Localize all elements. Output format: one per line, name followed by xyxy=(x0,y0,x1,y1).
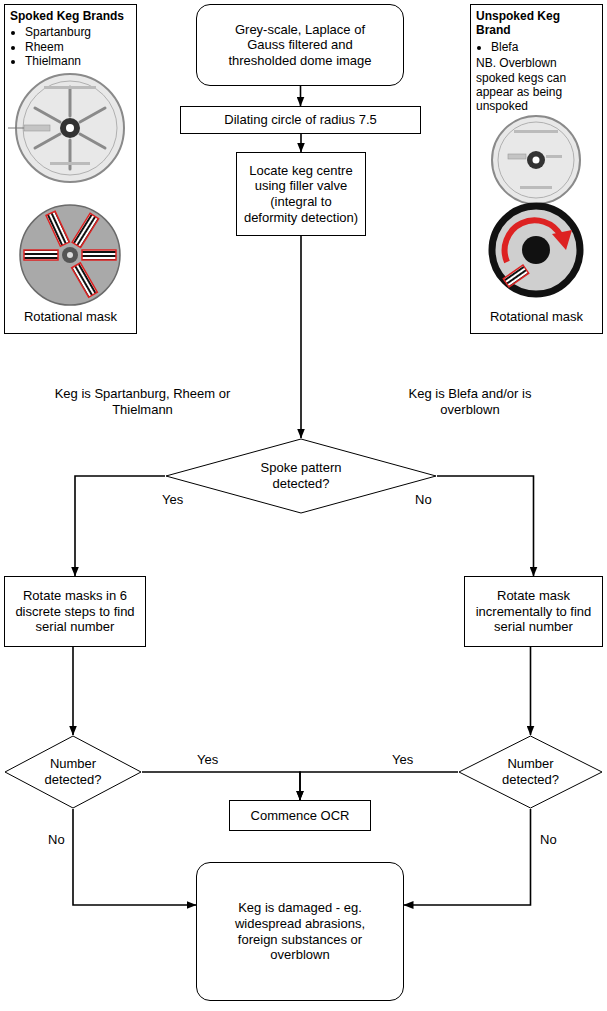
note-text: NB. Overblown spoked kegs can appear as … xyxy=(476,56,597,114)
diamond-shape xyxy=(5,736,141,808)
brand-item: Spartanburg xyxy=(25,25,131,39)
decision-diamond: Spoke pattern detected? xyxy=(165,438,437,514)
flow-connector xyxy=(300,86,302,106)
edge-label: Yes xyxy=(160,492,185,508)
edge-label: Yes xyxy=(390,752,415,768)
unspoked-rotational-mask xyxy=(492,206,580,294)
process-box: Locate keg centre using filler valve (in… xyxy=(236,152,366,236)
edge-label: No xyxy=(538,832,559,848)
diamond-shape xyxy=(166,439,436,513)
process-text: Rotate mask incrementally to find serial… xyxy=(471,588,596,635)
spoked-rotational-mask xyxy=(20,205,120,305)
brand-list: Blefa xyxy=(476,40,597,54)
brand-list: SpartanburgRheemThielmann xyxy=(10,25,131,68)
process-box: Rotate masks in 6 discrete steps to find… xyxy=(4,576,146,647)
brand-item: Blefa xyxy=(491,40,597,54)
start-box: Grey-scale, Laplace of Gauss filtered an… xyxy=(196,4,404,86)
annotation-text: Keg is Spartanburg, Rheem or Thielmann xyxy=(40,386,245,419)
edge-label: Yes xyxy=(195,752,220,768)
process-text: Rotate masks in 6 discrete steps to find… xyxy=(11,588,139,635)
spoked-keg-figure xyxy=(8,74,124,182)
brand-item: Thielmann xyxy=(25,54,131,68)
process-text: Grey-scale, Laplace of Gauss filtered an… xyxy=(225,22,375,69)
panel-heading: Spoked Keg Brands xyxy=(10,9,131,23)
decision-text: Number detected? xyxy=(495,756,567,787)
unspoked-keg-figure xyxy=(492,116,580,204)
figure-caption: Rotational mask xyxy=(476,309,597,325)
process-text: Commence OCR xyxy=(251,808,350,824)
flow-connector xyxy=(437,476,534,576)
flow-connector xyxy=(73,809,196,905)
flow-connector xyxy=(75,476,165,576)
flow-connector xyxy=(300,772,458,800)
brand-panel: Unspoked Keg BrandBlefaNB. Overblown spo… xyxy=(470,4,603,334)
end-box: Keg is damaged - eg. widespread abrasion… xyxy=(196,862,404,1001)
process-box: Rotate mask incrementally to find serial… xyxy=(464,576,603,647)
process-text: Dilating circle of radius 7.5 xyxy=(224,112,376,128)
flow-connector xyxy=(300,236,302,438)
flow-connector xyxy=(300,134,302,152)
edge-label: No xyxy=(413,492,434,508)
flow-connector xyxy=(530,647,532,735)
brand-panel: Spoked Keg BrandsSpartanburgRheemThielma… xyxy=(4,4,137,334)
flow-connector xyxy=(404,809,531,905)
diamond-shape xyxy=(459,736,602,808)
decision-text: Spoke pattern detected? xyxy=(246,460,356,491)
decision-diamond: Number detected? xyxy=(4,735,142,809)
brand-item: Rheem xyxy=(25,40,131,54)
decision-text: Number detected? xyxy=(37,756,109,787)
flow-connector xyxy=(72,647,74,735)
decision-diamond: Number detected? xyxy=(458,735,603,809)
process-box: Commence OCR xyxy=(229,800,371,831)
process-text: Locate keg centre using filler valve (in… xyxy=(243,163,359,225)
annotation-text: Keg is Blefa and/or is overblown xyxy=(400,386,540,419)
flow-connector xyxy=(142,772,300,800)
figure-caption: Rotational mask xyxy=(10,309,131,325)
edge-label: No xyxy=(46,832,67,848)
process-text: Keg is damaged - eg. widespread abrasion… xyxy=(220,900,380,962)
panel-heading: Unspoked Keg Brand xyxy=(476,9,597,38)
process-box: Dilating circle of radius 7.5 xyxy=(180,106,421,134)
